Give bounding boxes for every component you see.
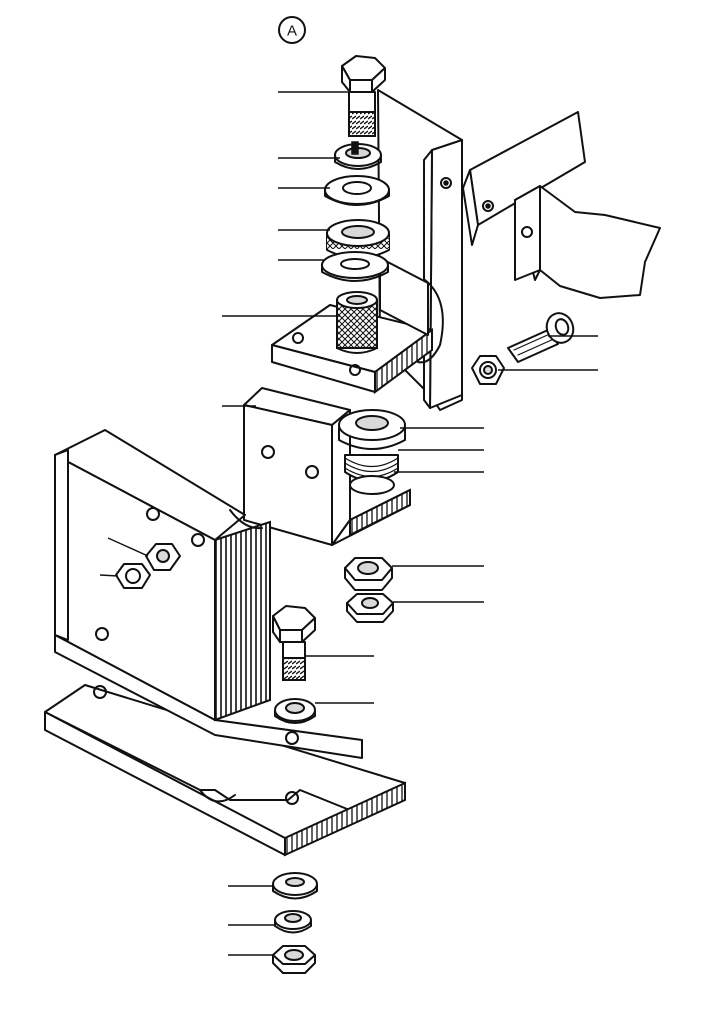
hex-nut-mid-2 [346, 593, 394, 623]
knurled-nut-upper [326, 219, 390, 259]
frame-bracket-right [462, 111, 661, 299]
split-lock-washer-upper [334, 141, 382, 170]
leader-plate-washer [99, 574, 119, 577]
lower-base-plate [44, 684, 406, 857]
bottom-lock-washer [274, 910, 312, 934]
flat-washer-upper [324, 175, 390, 206]
middle-spring-stack [338, 409, 406, 495]
hex-bolt-upper [341, 55, 386, 137]
middle-angle-bracket [243, 387, 411, 546]
knurled-sleeve [336, 291, 378, 354]
lower-angle-plate [54, 429, 363, 759]
hex-nut-mid-1 [344, 557, 393, 591]
flat-washer-upper-2 [321, 251, 389, 282]
side-nut [471, 355, 505, 385]
bottom-hex-nut [272, 945, 316, 974]
leader-lines [99, 91, 598, 956]
hex-bolt-lower [272, 605, 316, 681]
lower-washer-on-plate [274, 698, 316, 724]
leader-plate-nut [107, 537, 149, 557]
view-marker-label: A [287, 23, 297, 40]
bottom-flat-washer [272, 872, 318, 900]
view-marker-a: A [278, 16, 306, 44]
